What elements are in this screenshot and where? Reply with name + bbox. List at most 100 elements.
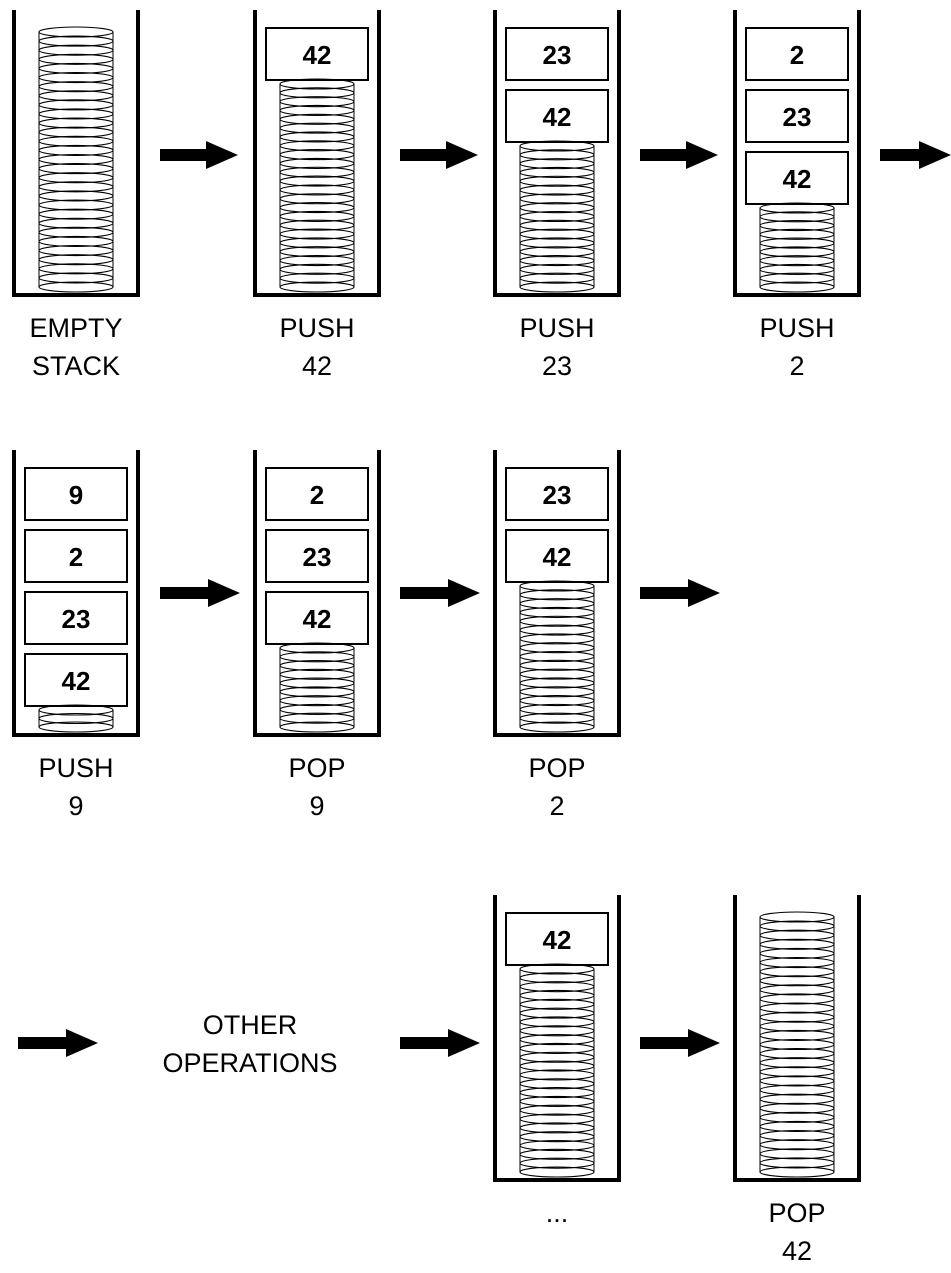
arrow-5	[160, 579, 240, 607]
arrow-shape	[400, 141, 478, 169]
stage-label-line: STACK	[32, 351, 120, 381]
stage-label-line: PUSH	[519, 313, 594, 343]
stack-item: 42	[745, 151, 849, 205]
stack-item: 23	[745, 89, 849, 143]
arrow-10	[640, 1029, 720, 1057]
spring	[519, 140, 595, 293]
stage-label-line: EMPTY	[29, 313, 122, 343]
stage-label-line: 2	[789, 351, 804, 381]
stack-container	[493, 450, 621, 737]
stage-empty-stack: EMPTY STACK	[12, 10, 140, 381]
spring	[38, 26, 114, 293]
stage-label-line: 42	[302, 351, 332, 381]
stage-label: PUSH 23	[519, 313, 594, 381]
arrow-shape	[400, 579, 480, 607]
arrow-shape	[160, 141, 238, 169]
arrow-9	[400, 1029, 480, 1057]
arrow-shape	[880, 141, 951, 169]
stage-label-line: 9	[68, 791, 83, 821]
stage-label-line: POP	[768, 1198, 825, 1228]
arrow-7	[640, 579, 720, 607]
arrow-shape	[640, 1029, 720, 1057]
stack-item: 23	[505, 27, 609, 81]
stack-container	[253, 450, 381, 737]
stage-label-line: PUSH	[38, 753, 113, 783]
stage-label: PUSH 42	[279, 313, 354, 381]
stack-container	[733, 10, 861, 297]
stage-label-line: ...	[546, 1198, 569, 1228]
arrow-3	[640, 141, 718, 169]
stage-label-line: 23	[542, 351, 572, 381]
arrow-shape	[640, 141, 718, 169]
arrow-4	[880, 141, 951, 169]
stack-container	[493, 10, 621, 297]
stack-item-value: 42	[543, 542, 572, 572]
stack-item-value: 23	[543, 40, 572, 70]
other-operations-line-1: OTHER	[203, 1010, 298, 1040]
spring	[279, 78, 355, 293]
stack-item: 2	[745, 27, 849, 81]
stack-item: 9	[24, 467, 128, 521]
spring	[279, 642, 355, 733]
stack-item-value: 42	[543, 925, 572, 955]
arrow-shape	[18, 1029, 98, 1057]
stack-item: 2	[265, 467, 369, 521]
stack-container	[733, 895, 861, 1182]
stage-label-line: PUSH	[759, 313, 834, 343]
stage-label: EMPTY STACK	[29, 313, 122, 381]
stack-item: 42	[505, 529, 609, 583]
arrow-6	[400, 579, 480, 607]
stack-item-value: 23	[543, 480, 572, 510]
spring	[519, 580, 595, 733]
stack-item-value: 42	[303, 40, 332, 70]
stage-label-line: 2	[549, 791, 564, 821]
stack-item-value: 23	[303, 542, 332, 572]
stack-container	[493, 895, 621, 1182]
stack-item-value: 23	[62, 604, 91, 634]
arrow-shape	[400, 1029, 480, 1057]
stack-item-value: 2	[310, 480, 324, 510]
arrow-shape	[160, 579, 240, 607]
stack-item: 42	[265, 591, 369, 645]
stack-item-value: 42	[783, 164, 812, 194]
stack-item: 42	[24, 653, 128, 707]
stage-label: ...	[546, 1198, 569, 1228]
arrow-2	[400, 141, 478, 169]
stack-container	[12, 10, 140, 297]
spring	[38, 704, 114, 733]
stage-ellipsis: 42...	[493, 895, 621, 1228]
stack-item: 23	[24, 591, 128, 645]
stage-label-line: POP	[528, 753, 585, 783]
stack-item: 42	[265, 27, 369, 81]
other-operations-line-2: OPERATIONS	[162, 1048, 337, 1078]
arrow-8	[18, 1029, 98, 1057]
stage-label: PUSH 2	[759, 313, 834, 381]
stack-item-value: 2	[69, 542, 83, 572]
spring	[759, 202, 835, 293]
stack-item-value: 9	[69, 480, 83, 510]
stack-item: 2	[24, 529, 128, 583]
stack-item-value: 42	[62, 666, 91, 696]
stack-item-value: 42	[303, 604, 332, 634]
stack-container	[12, 450, 140, 737]
stage-label: POP 2	[528, 753, 585, 821]
stack-item: 42	[505, 912, 609, 966]
spring	[519, 963, 595, 1178]
stage-label-line: PUSH	[279, 313, 354, 343]
stack-item-value: 23	[783, 102, 812, 132]
arrow-shape	[640, 579, 720, 607]
stack-item-value: 42	[543, 102, 572, 132]
spring	[759, 911, 835, 1178]
stage-label: PUSH 9	[38, 753, 113, 821]
stack-item: 23	[505, 467, 609, 521]
stack-item: 23	[265, 529, 369, 583]
